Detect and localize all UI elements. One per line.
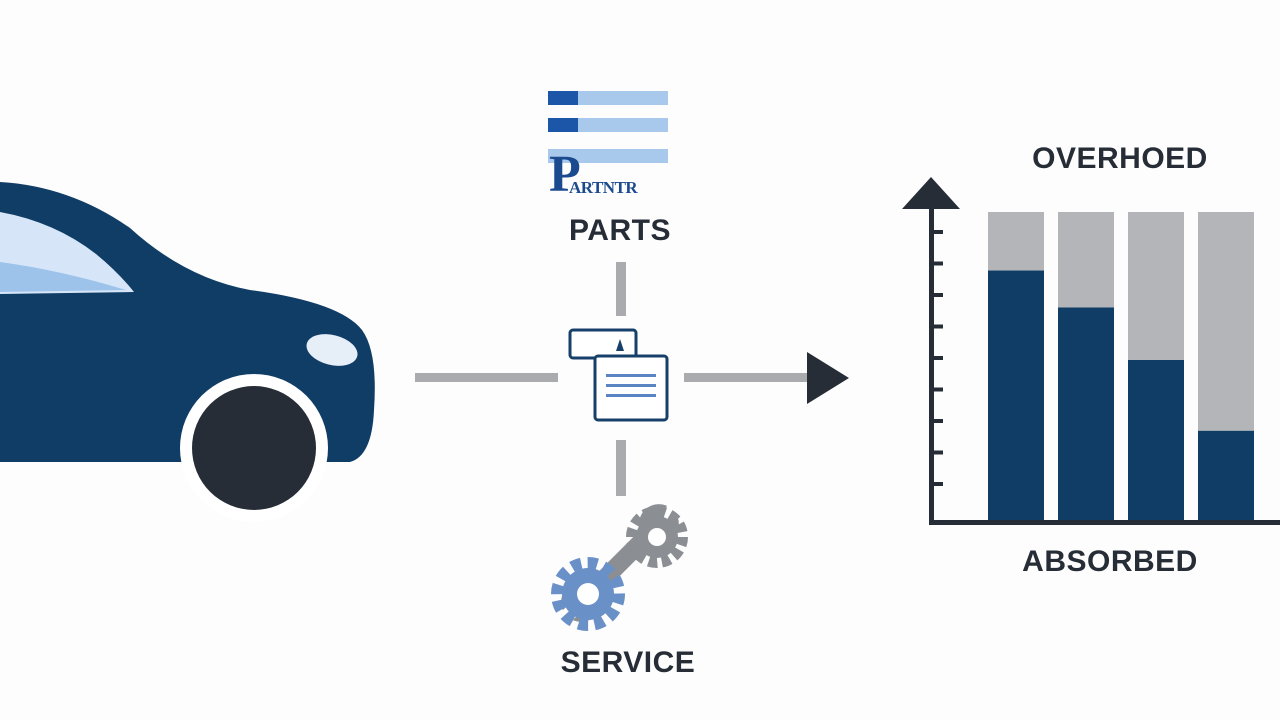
gear-blue-icon — [551, 557, 625, 631]
y-axis-ticks — [934, 230, 943, 486]
document-tab — [568, 328, 638, 360]
car-window-highlight — [0, 262, 126, 292]
y-tick — [934, 356, 943, 360]
document-sheet — [593, 354, 669, 422]
arrow-right-icon — [807, 352, 849, 404]
bar-series — [988, 212, 1254, 520]
document-line — [606, 394, 656, 397]
y-tick — [934, 230, 943, 234]
wrench-gears-icon — [551, 503, 688, 631]
car-wheel — [192, 386, 316, 510]
document-tab-glyph — [616, 339, 624, 351]
parts-label: PARTS — [569, 214, 671, 247]
y-tick — [934, 324, 943, 329]
overhead-absorbed-chart — [902, 177, 1280, 525]
connector-lines — [415, 262, 849, 496]
y-tick — [934, 419, 943, 423]
document-line — [606, 374, 656, 377]
parts-logo-icon — [548, 91, 668, 163]
y-tick — [934, 387, 943, 392]
service-label: SERVICE — [560, 646, 696, 679]
logo-rest: ARTNTR — [569, 178, 638, 197]
bar-overhead-4 — [1198, 212, 1254, 431]
logo-initial: P — [549, 146, 581, 203]
bar-absorbed-2 — [1058, 307, 1114, 520]
connector-right — [684, 373, 808, 382]
x-axis — [929, 520, 1280, 525]
overhead-label: OVERHOED — [1032, 142, 1208, 175]
parts-logo-wordmark: P ARTNTR — [549, 146, 669, 203]
document-icon — [568, 328, 669, 422]
logo-stripe-accent — [548, 118, 578, 132]
bar-absorbed-1 — [988, 270, 1044, 520]
gear-gray-icon — [626, 506, 688, 568]
bar-overhead-2 — [1058, 212, 1114, 308]
y-tick — [934, 293, 943, 297]
connector-bottom — [616, 440, 626, 496]
bar-overhead-1 — [988, 212, 1044, 271]
logo-stripe — [548, 149, 668, 163]
y-axis — [929, 205, 934, 525]
bar-overhead-3 — [1128, 212, 1184, 360]
logo-stripe-accent — [548, 91, 578, 105]
absorbed-label: ABSORBED — [1022, 545, 1198, 578]
y-tick — [934, 450, 943, 455]
bar-absorbed-4 — [1198, 430, 1254, 520]
y-tick — [934, 261, 943, 266]
document-line — [606, 384, 656, 387]
car-icon — [0, 182, 375, 522]
bar-absorbed-3 — [1128, 359, 1184, 520]
y-tick — [934, 482, 943, 486]
connector-top — [616, 262, 626, 316]
car-headlight — [306, 334, 358, 366]
arrow-up-icon — [902, 177, 960, 209]
connector-left — [415, 373, 558, 382]
